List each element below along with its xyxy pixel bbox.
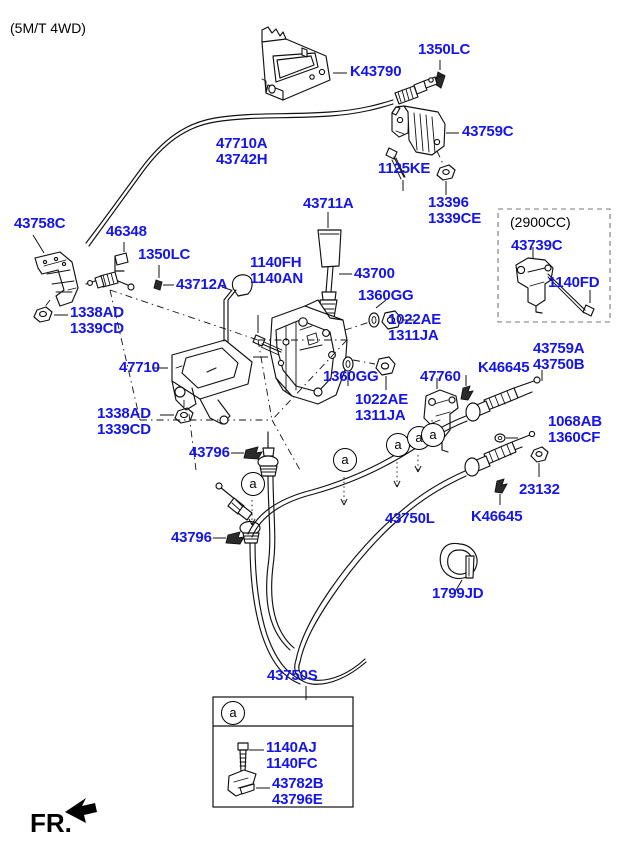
label-43750s: 43750S bbox=[267, 667, 318, 684]
cable-43750l-art bbox=[295, 430, 536, 663]
clamp-1799jd-art bbox=[439, 542, 478, 580]
direction-marker-label: FR. bbox=[30, 808, 72, 838]
label-1339cd-bot: 1339CD bbox=[97, 421, 151, 438]
label-1140fh: 1140FH bbox=[250, 254, 302, 271]
label-43711a: 43711A bbox=[303, 195, 354, 212]
nut-1338ad-bot-art bbox=[174, 407, 194, 424]
legend-marker-a: a bbox=[221, 701, 245, 725]
legend-label-1140aj: 1140AJ bbox=[266, 739, 317, 756]
label-47710: 47710 bbox=[119, 359, 160, 376]
label-1311ja-top: 1311JA bbox=[388, 327, 439, 344]
inset-bolt-1140fd-art bbox=[547, 273, 595, 317]
washer-1068ab-art bbox=[494, 433, 506, 443]
washer-1360gg-bot-art bbox=[342, 356, 354, 372]
bracket-k43790-art bbox=[261, 26, 331, 101]
cable-47710a-art bbox=[85, 74, 445, 247]
inset-title: (2900CC) bbox=[510, 214, 571, 230]
label-1350lc-left: 1350LC bbox=[138, 246, 191, 263]
callout-marker-a-1: a bbox=[241, 472, 265, 496]
inset-bracket-43739c-art bbox=[515, 257, 554, 314]
label-1140fd: 1140FD bbox=[548, 274, 600, 291]
label-k46645-upper: K46645 bbox=[478, 359, 530, 376]
label-1338ad-top: 1338AD bbox=[70, 304, 124, 321]
label-1125ke: 1125KE bbox=[378, 160, 431, 177]
nut-1338ad-top-art bbox=[33, 306, 53, 323]
label-47760: 47760 bbox=[420, 368, 461, 385]
label-1339ce: 1339CE bbox=[428, 210, 482, 227]
label-43796-lower: 43796 bbox=[171, 529, 212, 546]
clamp-43759c-art bbox=[391, 105, 446, 156]
label-47710a: 47710A bbox=[216, 135, 268, 152]
bolt-1125ke-art bbox=[385, 147, 406, 180]
label-43750b: 43750B bbox=[533, 356, 585, 373]
label-1068ab: 1068AB bbox=[548, 413, 602, 430]
label-1360cf: 1360CF bbox=[548, 429, 601, 446]
label-1360gg-bot: 1360GG bbox=[323, 368, 379, 385]
fr-arrow-icon bbox=[65, 798, 97, 823]
rod-46348-art bbox=[85, 252, 135, 291]
label-43796-upper: 43796 bbox=[189, 444, 230, 461]
label-1311ja-bot: 1311JA bbox=[355, 407, 406, 424]
label-43742h: 43742H bbox=[216, 151, 268, 168]
label-23132: 23132 bbox=[519, 481, 560, 498]
bracket-43758c-art bbox=[34, 251, 79, 307]
nut-13396-art bbox=[436, 164, 456, 181]
clip-43796-upper-art bbox=[243, 446, 263, 460]
clip-k46645-lower-art bbox=[494, 478, 508, 494]
nut-1022ae-top-art bbox=[381, 310, 402, 330]
label-43700: 43700 bbox=[354, 265, 395, 282]
nut-23132-art bbox=[530, 446, 549, 463]
clip-43796-lower-art bbox=[225, 531, 245, 545]
clip-1350lc-top-art bbox=[434, 71, 446, 89]
clip-k46645-upper-art bbox=[460, 385, 474, 401]
legend-label-43796e: 43796E bbox=[272, 791, 323, 808]
label-k43790: K43790 bbox=[350, 63, 402, 80]
label-43759c: 43759C bbox=[462, 123, 514, 140]
callout-marker-a-5: a bbox=[421, 423, 445, 447]
cable-lower-art bbox=[215, 431, 304, 685]
callout-marker-a-3: a bbox=[386, 433, 410, 457]
label-1022ae-bot: 1022AE bbox=[355, 391, 409, 408]
clip-1350lc-left-art bbox=[153, 279, 163, 291]
washer-1360gg-top-art bbox=[368, 312, 380, 328]
label-1350lc-top: 1350LC bbox=[418, 41, 471, 58]
legend-label-43782b: 43782B bbox=[272, 775, 324, 792]
label-1339cd-top: 1339CD bbox=[70, 320, 124, 337]
housing-47710-art bbox=[269, 299, 348, 405]
legend-clip-art bbox=[227, 769, 257, 797]
callout-marker-a-2: a bbox=[333, 448, 357, 472]
label-43759a: 43759A bbox=[533, 340, 585, 357]
label-43739c: 43739C bbox=[511, 237, 563, 254]
label-1338ad-bot: 1338AD bbox=[97, 405, 151, 422]
label-k46645-lower: K46645 bbox=[471, 508, 523, 525]
boot-43712a-art bbox=[231, 274, 253, 297]
label-1022ae-top: 1022AE bbox=[388, 311, 442, 328]
label-46348: 46348 bbox=[106, 223, 147, 240]
diagram-title: (5M/T 4WD) bbox=[10, 20, 86, 36]
label-1360gg-top: 1360GG bbox=[358, 287, 414, 304]
label-43758c: 43758C bbox=[14, 215, 66, 232]
legend-label-1140fc: 1140FC bbox=[266, 755, 318, 772]
label-43712a: 43712A bbox=[176, 276, 228, 293]
label-13396: 13396 bbox=[428, 194, 469, 211]
label-43750l: 43750L bbox=[385, 510, 435, 527]
knob-43711a-art bbox=[317, 229, 342, 268]
nut-1022ae-bot-art bbox=[375, 356, 396, 376]
label-1799jd: 1799JD bbox=[432, 585, 484, 602]
label-1140an: 1140AN bbox=[250, 270, 304, 287]
legend-bolt-art bbox=[237, 742, 249, 773]
bolt-1140fh-art bbox=[252, 334, 283, 356]
lever-base-47710-art bbox=[171, 289, 253, 425]
